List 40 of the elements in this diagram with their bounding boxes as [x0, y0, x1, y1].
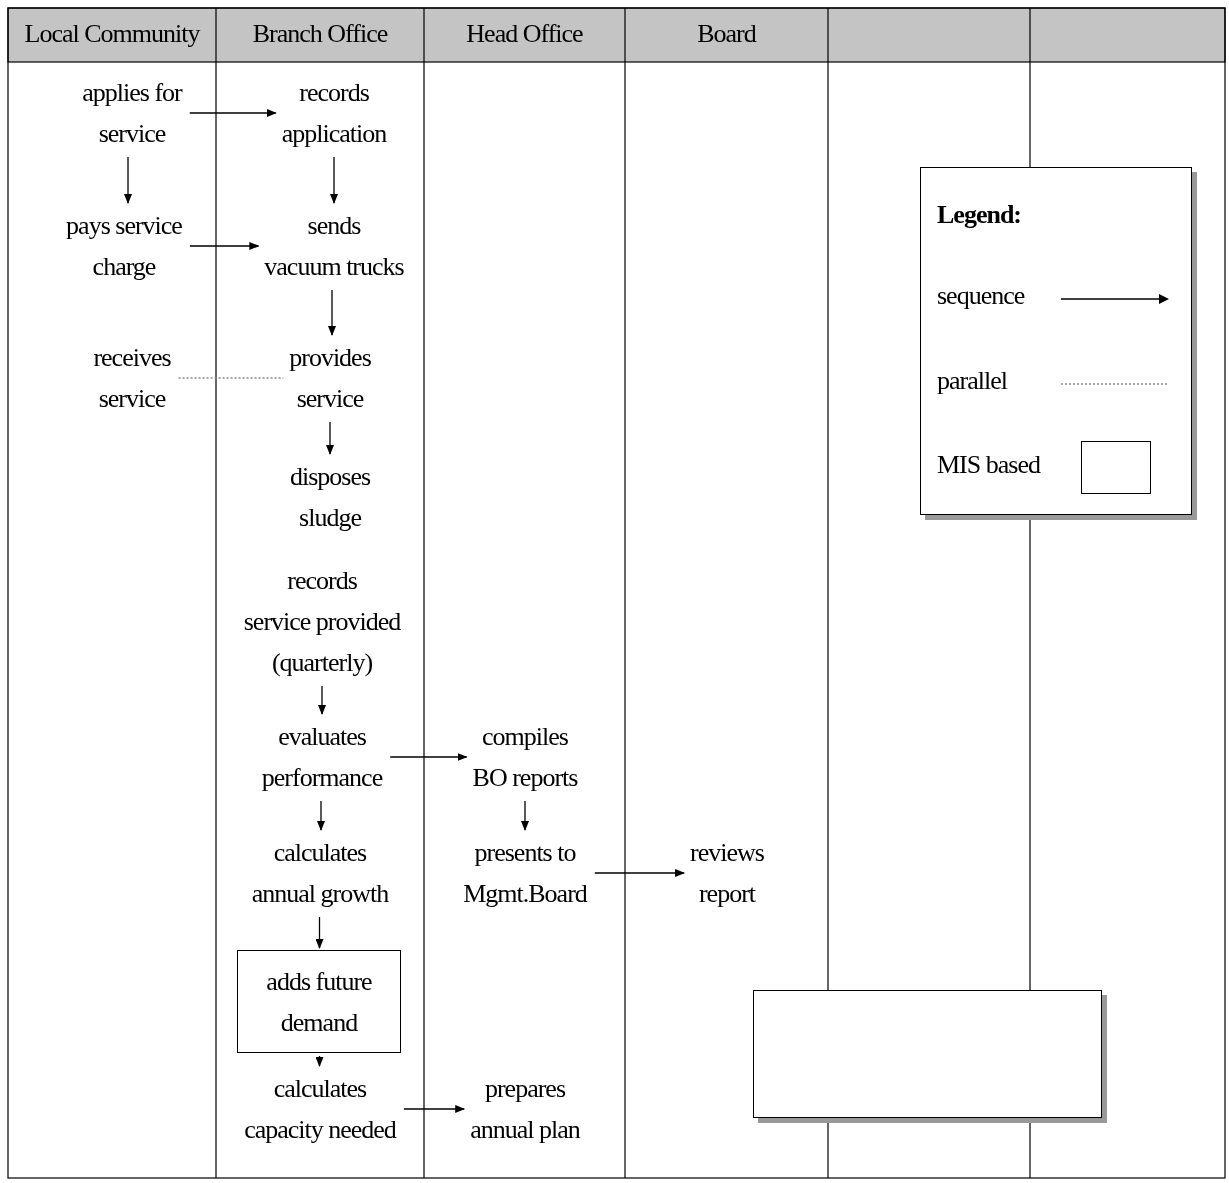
step-text: disposes sludge — [289, 456, 371, 538]
step-text: adds future demand — [266, 965, 372, 1039]
arrow — [594, 869, 686, 877]
arrow — [328, 289, 336, 336]
legend-text: parallel — [937, 366, 1007, 396]
arrow — [326, 421, 334, 455]
arrow — [403, 1105, 466, 1113]
arrow — [124, 156, 132, 204]
step-text: sends vacuum trucks — [264, 205, 404, 287]
process-box — [237, 950, 401, 1053]
step-text: presents to Mgmt.Board — [463, 832, 587, 914]
arrow — [317, 800, 325, 831]
connector-line — [177, 377, 284, 379]
step-text: calculates capacity needed — [244, 1068, 396, 1150]
legend-title: Legend: — [937, 200, 1021, 230]
step-text: records service provided (quarterly) — [243, 560, 401, 683]
arrow — [315, 1055, 324, 1067]
arrow — [521, 800, 529, 831]
step-text: calculates annual growth — [251, 832, 389, 914]
step-text: provides service — [289, 337, 371, 419]
arrow — [315, 916, 324, 949]
step-text: pays service charge — [66, 205, 182, 287]
arrow — [189, 242, 260, 250]
step-text: compiles BO reports — [472, 716, 578, 798]
arrow — [189, 109, 277, 117]
lane-header: Branch Office — [251, 18, 389, 50]
legend-text: MIS based — [937, 450, 1040, 480]
step-text: reviews report — [690, 832, 764, 914]
lane-header: Board — [696, 18, 758, 50]
arrow — [389, 753, 468, 761]
arrow — [318, 685, 326, 715]
legend-text: sequence — [937, 281, 1025, 311]
step-text: records application — [281, 72, 387, 154]
lane-header: Local Community — [23, 18, 201, 50]
step-text: prepares annual plan — [470, 1068, 580, 1150]
step-text: receives service — [93, 337, 171, 419]
step-text: evaluates performance — [261, 716, 383, 798]
arrow — [330, 156, 338, 204]
lane-header: Head Office — [465, 18, 584, 50]
step-text: applies for service — [82, 72, 182, 154]
